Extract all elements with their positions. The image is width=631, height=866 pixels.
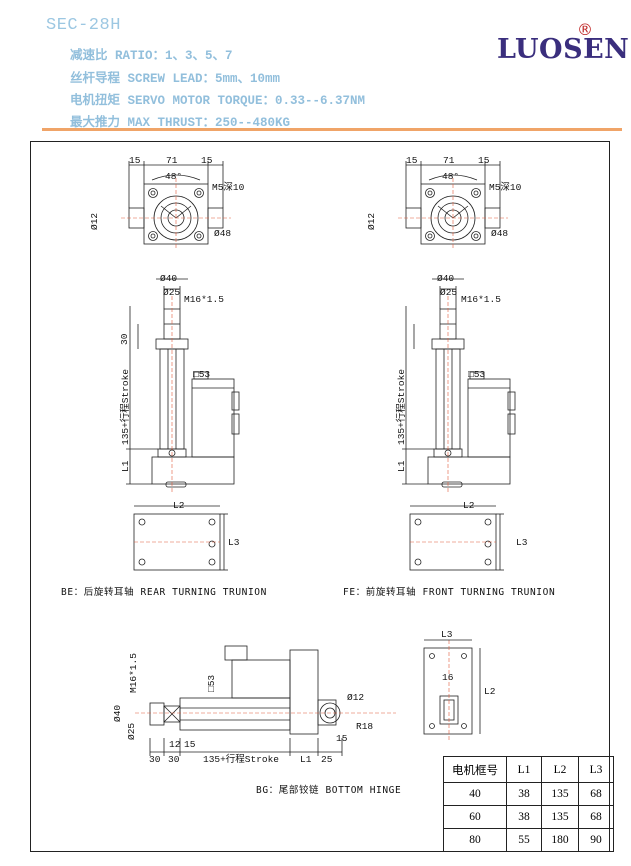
table-cell: 38 [506,782,542,806]
dim-25-bg: 25 [321,754,333,765]
dim-m16-fe: M16*1.5 [461,294,501,305]
bg-end-view [423,639,481,740]
dim-phi40-fe: Ø40 [437,273,454,284]
be-side-view [125,278,240,571]
dim-angle-48: 48° [165,171,182,182]
dim-l3-end: L3 [441,629,453,640]
dim-30-bg2: 30 [168,754,180,765]
dim-16-end: 16 [442,672,454,683]
dim-phi12-fe: Ø12 [366,213,377,230]
caption-be: BE：后旋转耳轴 REAR TURNING TRUNION [61,587,267,598]
model-number: SEC-28H [46,16,121,35]
caption-bg: BG：尾部铰链 BOTTOM HINGE [256,785,402,796]
header-divider [42,128,622,131]
dim-angle-48-fe: 48° [442,171,459,182]
dim-71-fe: 71 [443,155,455,166]
dim-12-bg: 12 [169,739,181,750]
dim-phi40: Ø40 [160,273,177,284]
dim-m5-fe: M5深10 [489,182,522,193]
table-header: L3 [578,756,614,783]
table-cell: 135 [541,782,579,806]
dim-30-30: 30 [119,333,130,345]
table-cell: 80 [443,828,507,852]
table-cell: 55 [506,828,542,852]
table-header: L1 [506,756,542,783]
table-row: 80 55 180 90 [443,828,614,852]
spec-ratio: 减速比 RATIO：1、3、5、7 [70,49,233,63]
dim-phi48: Ø48 [214,228,231,239]
table-row: 60 38 135 68 [443,805,614,829]
table-cell: 68 [578,782,614,806]
table-cell: 60 [443,805,507,829]
dim-l2-fe: L2 [463,500,475,511]
dim-sq53: □53 [193,369,210,380]
dim-r18: R18 [356,721,373,732]
caption-fe: FE：前旋转耳轴 FRONT TURNING TRUNION [343,587,556,598]
table-header-row: 电机框号 L1 L2 L3 [443,756,614,783]
dim-m16-bg: M16*1.5 [128,653,139,693]
dim-l1-fe: L1 [396,460,407,472]
spec-max-thrust: 最大推力 MAX THRUST：250--480KG [70,116,291,130]
dim-15-right-fe: 15 [478,155,490,166]
dim-30-bg: 30 [149,754,161,765]
table-cell: 90 [578,828,614,852]
table-cell: 40 [443,782,507,806]
dim-15-bg2: 15 [184,739,196,750]
brand-logo: LUOSEN [497,34,630,65]
dim-l2-end: L2 [484,686,496,697]
motor-frame-table: 电机框号 L1 L2 L3 40 38 135 68 60 38 135 68 … [443,756,614,852]
spec-screw-lead: 丝杆导程 SCREW LEAD：5mm、10mm [70,72,281,86]
table-row: 40 38 135 68 [443,782,614,806]
fe-side-view [401,278,516,571]
dim-phi25-fe: Ø25 [440,287,457,298]
dim-stroke-fe: 135+行程Stroke [395,369,407,445]
spec-header: SEC-28H 减速比 RATIO：1、3、5、7 丝杆导程 SCREW LEA… [0,0,631,130]
dim-71: 71 [166,155,178,166]
dim-15-left-fe: 15 [406,155,418,166]
registered-mark: ® [577,20,593,39]
dim-m5: M5深10 [212,182,245,193]
dim-sq53-fe: □53 [468,369,485,380]
dim-phi25-bg: Ø25 [126,723,137,740]
table-header: 电机框号 [443,756,507,783]
dim-15-right: 15 [201,155,213,166]
table-cell: 38 [506,805,542,829]
dim-phi25: Ø25 [163,287,180,298]
dim-phi40-bg: Ø40 [112,705,123,722]
table-cell: 180 [541,828,579,852]
dim-phi12: Ø12 [89,213,100,230]
table-cell: 68 [578,805,614,829]
table-header: L2 [541,756,579,783]
dim-sq53-bg: □53 [206,675,217,692]
dim-l3-fe: L3 [516,537,528,548]
dim-l1-bg: L1 [300,754,312,765]
dim-stroke: 135+行程Stroke [119,369,131,445]
dim-l1: L1 [120,460,131,472]
dim-phi48-fe: Ø48 [491,228,508,239]
dim-m16: M16*1.5 [184,294,224,305]
bg-hinge-view [135,645,396,756]
drawing-frame [30,141,610,852]
dim-l3: L3 [228,537,240,548]
dim-15-bg: 15 [336,733,348,744]
spec-motor-torque: 电机扭矩 SERVO MOTOR TORQUE：0.33--6.37NM [70,94,366,108]
dim-15-left: 15 [129,155,141,166]
table-cell: 135 [541,805,579,829]
dim-stroke-bg: 135+行程Stroke [203,753,279,765]
dim-l2: L2 [173,500,185,511]
dim-phi12-bg: Ø12 [347,692,364,703]
